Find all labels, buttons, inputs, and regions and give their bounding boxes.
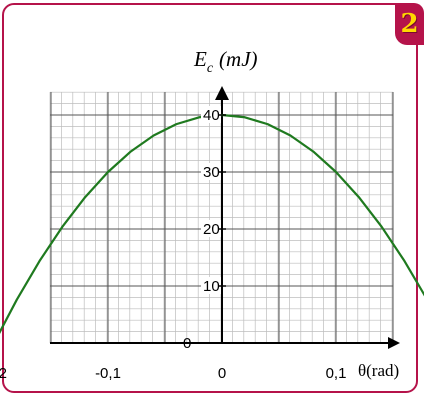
x-tick-label: -0,2 xyxy=(0,365,7,382)
figure-number-badge: 2 xyxy=(395,3,424,45)
y-tick-label: 10 xyxy=(203,278,220,295)
x-tick-label: 0,1 xyxy=(326,365,347,382)
x-axis-title: θ(rad) xyxy=(358,361,399,380)
x-tick-label: 0 xyxy=(218,365,226,382)
y-tick-label: 20 xyxy=(203,221,220,238)
figure-frame xyxy=(2,3,418,393)
y-tick-label-bg xyxy=(201,277,221,294)
y-tick-label-bg xyxy=(201,220,221,237)
y-tick-label: 30 xyxy=(203,164,220,181)
y-title-sub: c xyxy=(207,61,214,76)
y-tick-label: 40 xyxy=(203,107,220,124)
origin-label: 0 xyxy=(183,335,191,352)
x-axis-arrow xyxy=(388,337,400,349)
y-tick-label-bg xyxy=(201,163,221,180)
y-title-main: E xyxy=(193,47,207,71)
y-tick-label-bg xyxy=(201,106,221,123)
y-title-unit: (mJ) xyxy=(219,47,257,71)
x-tick-label: -0,1 xyxy=(95,365,121,382)
axes xyxy=(50,86,400,349)
y-axis-title: Ec (mJ) xyxy=(193,47,258,76)
y-axis-arrow xyxy=(215,86,229,100)
